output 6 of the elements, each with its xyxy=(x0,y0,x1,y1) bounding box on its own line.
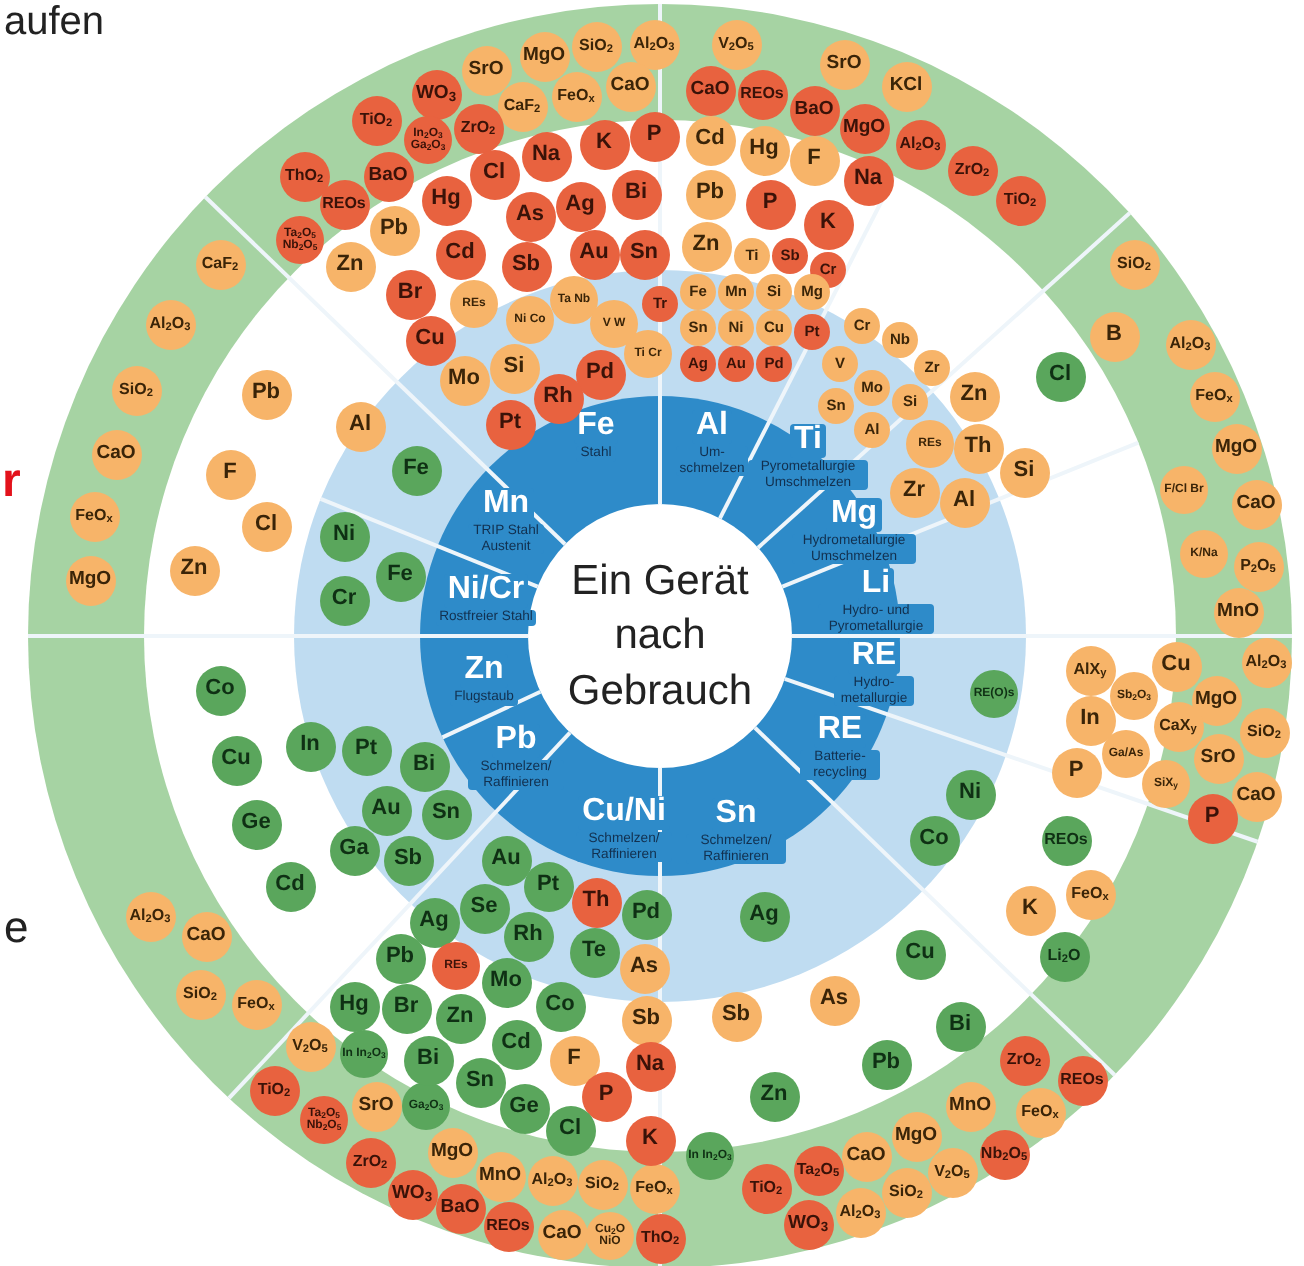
sector-title: Cu/Ni xyxy=(578,796,670,830)
text-fragment: e xyxy=(4,904,29,953)
sector-title: RE xyxy=(847,640,901,674)
text-fragment: aufen xyxy=(4,0,105,44)
text-fragment: r xyxy=(2,456,21,509)
sector-title: Ti xyxy=(790,424,826,458)
